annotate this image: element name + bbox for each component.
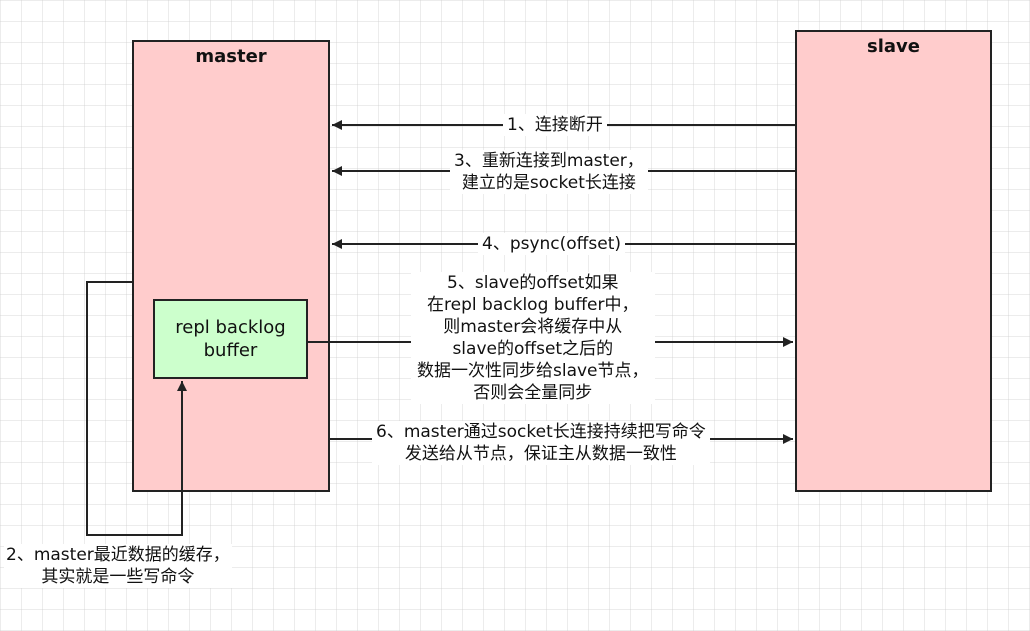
step2-line2: 其实就是一些写命令	[41, 567, 195, 587]
step5-line4: slave的offset之后的	[452, 339, 614, 359]
slave-node: slave	[795, 30, 992, 492]
step3-line2: 建立的是socket长连接	[461, 173, 636, 193]
master-node: master	[132, 40, 330, 492]
repl-backlog-buffer: repl backlog buffer	[153, 299, 308, 379]
step6-line2: 发送给从节点，保证主从数据一致性	[404, 444, 677, 464]
backlog-line1: repl backlog	[175, 317, 286, 338]
step5-line1: 5、slave的offset如果	[447, 273, 619, 293]
slave-title: slave	[867, 36, 920, 57]
step4-text: 4、psync(offset)	[482, 234, 622, 254]
step5-line2: 在repl backlog buffer中，	[427, 295, 639, 315]
step6-line1: 6、master通过socket长连接持续把写命令	[376, 422, 706, 442]
step5-label: 5、slave的offset如果 在repl backlog buffer中， …	[411, 272, 655, 404]
step5-line3: 则master会将缓存中从	[443, 317, 623, 337]
step1-text: 1、连接断开	[507, 115, 603, 135]
step4-label: 4、psync(offset)	[478, 233, 626, 255]
step3-label: 3、重新连接到master， 建立的是socket长连接	[450, 150, 648, 194]
arrow-step2	[86, 281, 187, 536]
step2-label: 2、master最近数据的缓存， 其实就是一些写命令	[4, 544, 232, 588]
backlog-line2: buffer	[203, 340, 258, 361]
step2-line1: 2、master最近数据的缓存，	[6, 545, 230, 565]
step5-line5: 数据一次性同步给slave节点，	[417, 361, 649, 381]
step5-line6: 否则会全量同步	[473, 383, 593, 403]
step6-label: 6、master通过socket长连接持续把写命令 发送给从节点，保证主从数据一…	[372, 421, 710, 465]
step1-label: 1、连接断开	[503, 114, 607, 136]
master-title: master	[195, 46, 267, 67]
step3-line1: 3、重新连接到master，	[454, 151, 644, 171]
